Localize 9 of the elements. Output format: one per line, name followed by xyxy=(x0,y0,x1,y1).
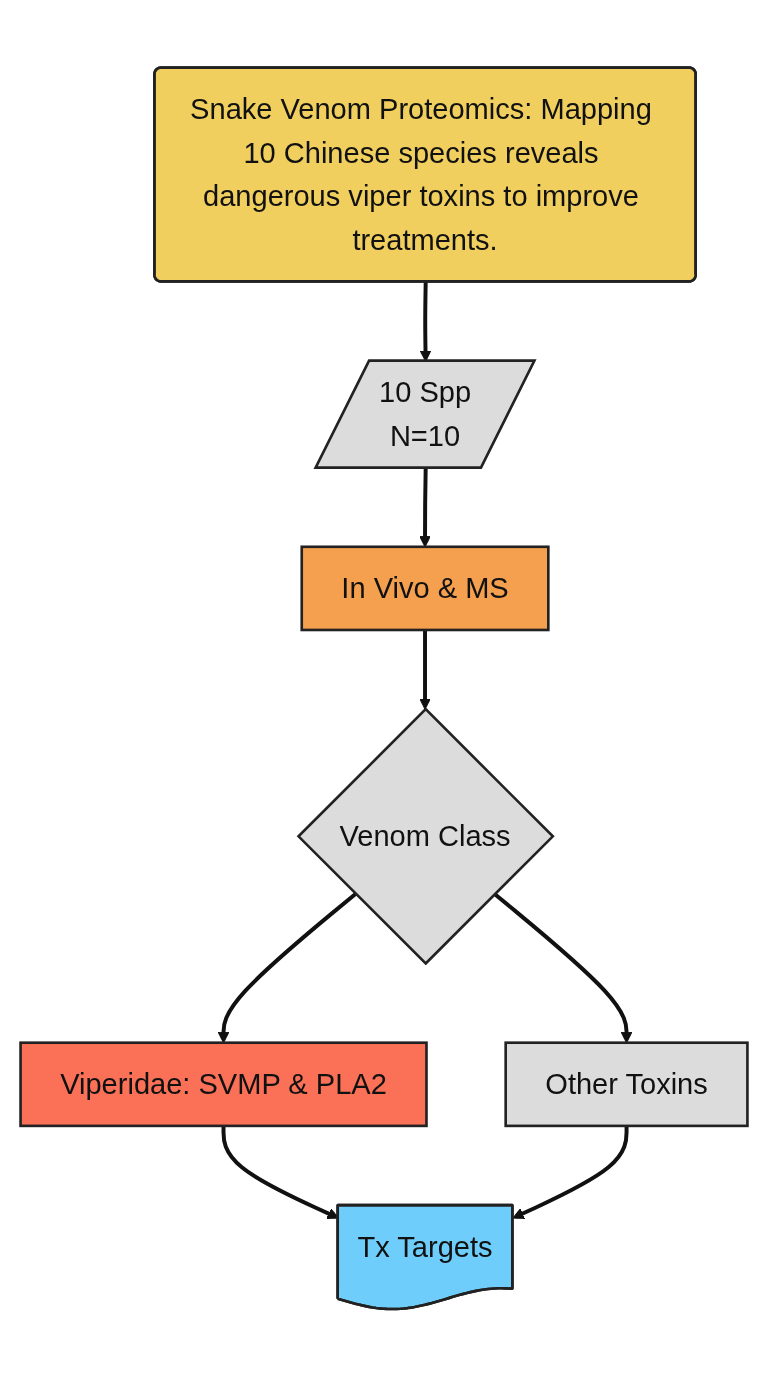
arrow xyxy=(493,892,633,1043)
arrow xyxy=(419,467,431,547)
node-box: In Vivo & MS xyxy=(300,545,550,631)
arrow xyxy=(217,892,357,1043)
node-box: Other Toxins xyxy=(504,1041,749,1127)
arrow xyxy=(419,629,431,710)
node-diamond: Venom Class xyxy=(296,707,555,966)
node-box: Viperidae: SVMP & PLA2 xyxy=(19,1041,428,1127)
arrow xyxy=(512,1125,629,1219)
